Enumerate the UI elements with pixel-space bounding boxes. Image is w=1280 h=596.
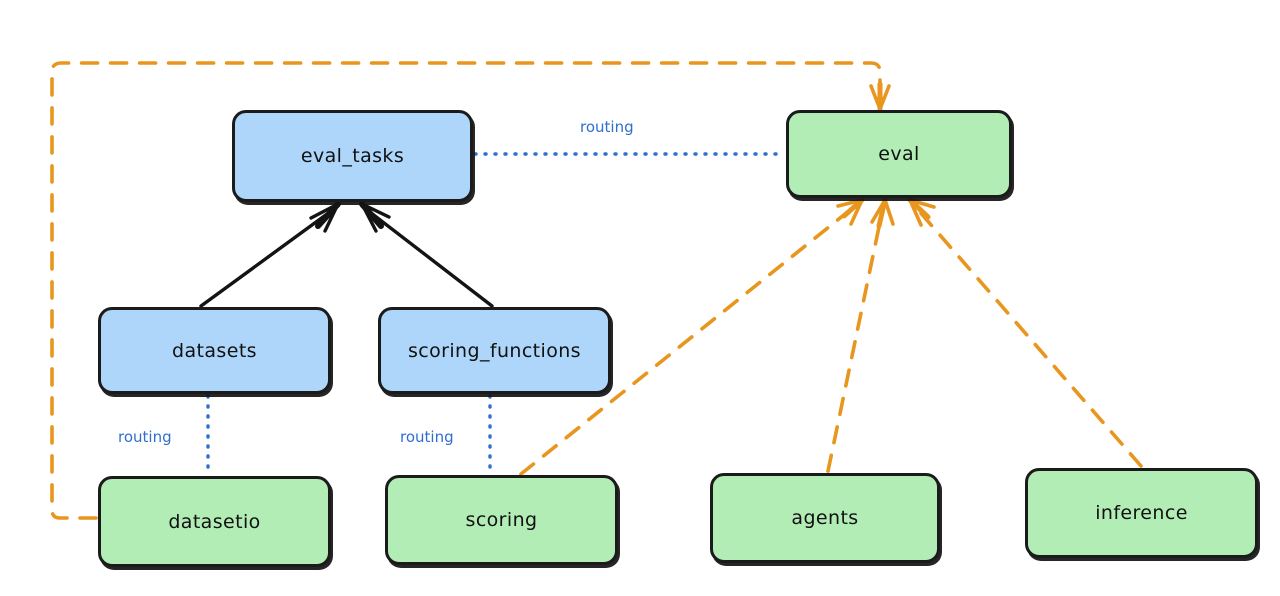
node-label-inference: inference (1095, 502, 1188, 524)
edge-label-routing-datasets-datasetio: routing (118, 428, 172, 446)
node-datasets[interactable]: datasets (98, 307, 331, 394)
edge-agents-to-eval (826, 197, 895, 473)
node-label-agents: agents (791, 507, 859, 529)
node-eval-tasks[interactable]: eval_tasks (232, 110, 473, 202)
edge-inference-to-eval (907, 197, 1143, 468)
node-label-scoring-functions: scoring_functions (408, 339, 581, 362)
node-label-scoring: scoring (465, 509, 538, 531)
node-agents[interactable]: agents (710, 473, 940, 563)
edge-scoring_functions-to-eval_tasks (359, 201, 494, 308)
edge-datasets-to-eval_tasks (199, 201, 341, 308)
node-scoring-functions[interactable]: scoring_functions (378, 307, 611, 394)
edge-label-routing-eval-tasks-eval: routing (580, 118, 634, 136)
node-label-eval-tasks: eval_tasks (300, 145, 405, 167)
node-label-datasetio: datasetio (168, 510, 261, 533)
node-datasetio[interactable]: datasetio (98, 476, 331, 567)
node-label-eval: eval (878, 143, 920, 165)
edge-label-routing-scoring-functions-scoring: routing (400, 428, 454, 446)
node-label-datasets: datasets (172, 339, 257, 362)
node-scoring[interactable]: scoring (385, 475, 618, 565)
node-inference[interactable]: inference (1025, 468, 1258, 558)
node-eval[interactable]: eval (786, 110, 1012, 198)
